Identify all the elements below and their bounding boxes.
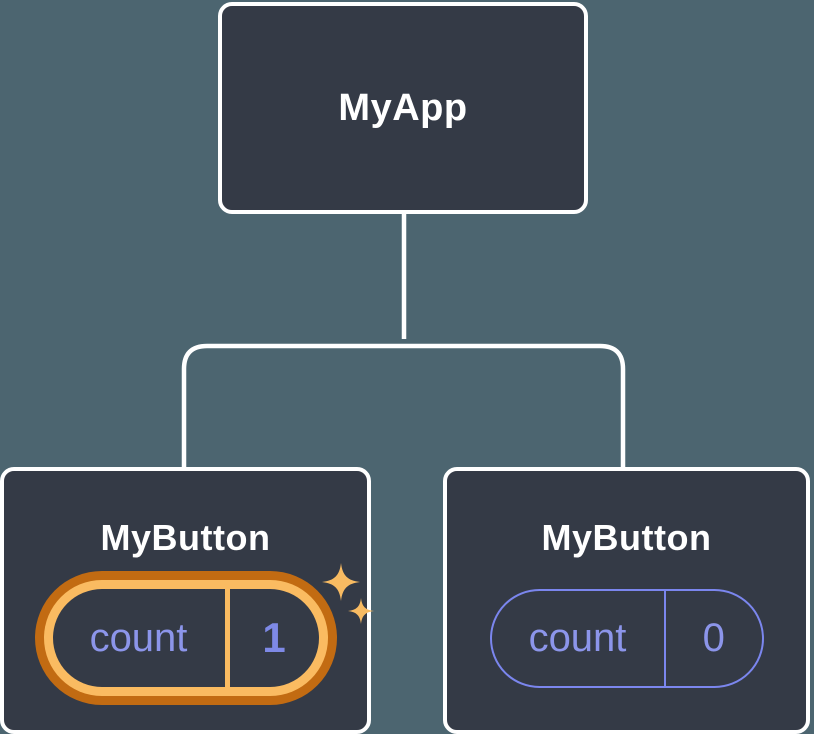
state-value: 0 — [702, 616, 725, 660]
state-badge-glow-ring: count 1 — [43, 580, 328, 696]
component-node-root: MyApp — [218, 2, 588, 214]
state-key-label: count — [89, 615, 188, 660]
state-badge-divider — [224, 589, 230, 687]
component-label: MyButton — [541, 517, 712, 558]
component-node-child-right: MyButton count 0 — [443, 467, 810, 734]
sparkle-icon — [322, 563, 374, 624]
state-key-label: count — [528, 616, 627, 660]
state-value: 1 — [262, 614, 286, 661]
state-badge-body: count 1 — [52, 589, 319, 687]
state-badge-highlighted: count 1 — [34, 571, 337, 705]
state-badge-plain: count 0 — [489, 589, 764, 688]
component-node-child-left: MyButton count 1 — [0, 467, 374, 734]
component-label: MyApp — [338, 86, 468, 129]
component-label: MyButton — [100, 517, 271, 558]
state-badge-divider — [663, 591, 666, 686]
